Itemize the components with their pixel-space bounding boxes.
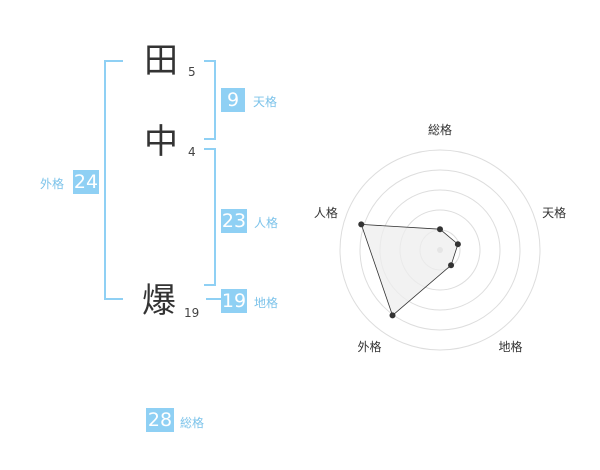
- gaikaku-label: 外格: [40, 177, 65, 191]
- radar-axis-label-4: 外格: [357, 339, 381, 354]
- gaikaku-bracket-bottom: [104, 298, 123, 300]
- radar-grid-ring: [339, 149, 541, 351]
- tenkaku-bracket-vertical: [214, 60, 216, 140]
- tenkaku-bracket-top: [204, 60, 216, 62]
- chikaku-connector: [206, 298, 221, 300]
- jinkaku-bracket-top: [204, 148, 216, 150]
- radar-axis-label-2: 天格: [542, 205, 566, 220]
- radar-point-2: [454, 241, 461, 248]
- tenkaku-badge: 9: [221, 88, 245, 112]
- gaikaku-badge: 24: [73, 170, 99, 194]
- radar-point-1: [437, 226, 443, 233]
- chikaku-label: 地格: [254, 296, 279, 310]
- tenkaku-label: 天格: [253, 95, 278, 109]
- stroke-count-2: 4: [188, 145, 196, 159]
- radar-point-4: [389, 312, 396, 319]
- stroke-count-1: 5: [188, 65, 196, 79]
- gaikaku-bracket-top: [104, 60, 123, 62]
- radar-axis-label-1: 総格: [428, 122, 452, 137]
- chikaku-badge: 19: [221, 289, 247, 313]
- radar-value-area: [360, 223, 459, 317]
- name-char-1: 田: [144, 41, 178, 81]
- soukaku-badge: 28: [146, 408, 174, 432]
- gaikaku-bracket-vertical: [104, 60, 106, 300]
- jinkaku-bracket-bottom: [204, 284, 216, 286]
- radar-axis-label-5: 人格: [314, 205, 338, 220]
- soukaku-label: 総格: [180, 416, 205, 430]
- name-char-3: 爆: [142, 281, 176, 321]
- tenkaku-bracket-bottom: [204, 138, 216, 140]
- radar-axis-label-3: 地格: [499, 339, 523, 354]
- jinkaku-badge: 23: [221, 209, 247, 233]
- name-char-2: 中: [144, 122, 178, 162]
- radar-point-5: [358, 221, 365, 228]
- jinkaku-bracket-vertical: [214, 148, 216, 286]
- radar-grid-ring: [359, 169, 521, 331]
- jinkaku-label: 人格: [254, 216, 279, 230]
- stroke-count-3: 19: [184, 306, 200, 320]
- radar-point-3: [448, 262, 455, 269]
